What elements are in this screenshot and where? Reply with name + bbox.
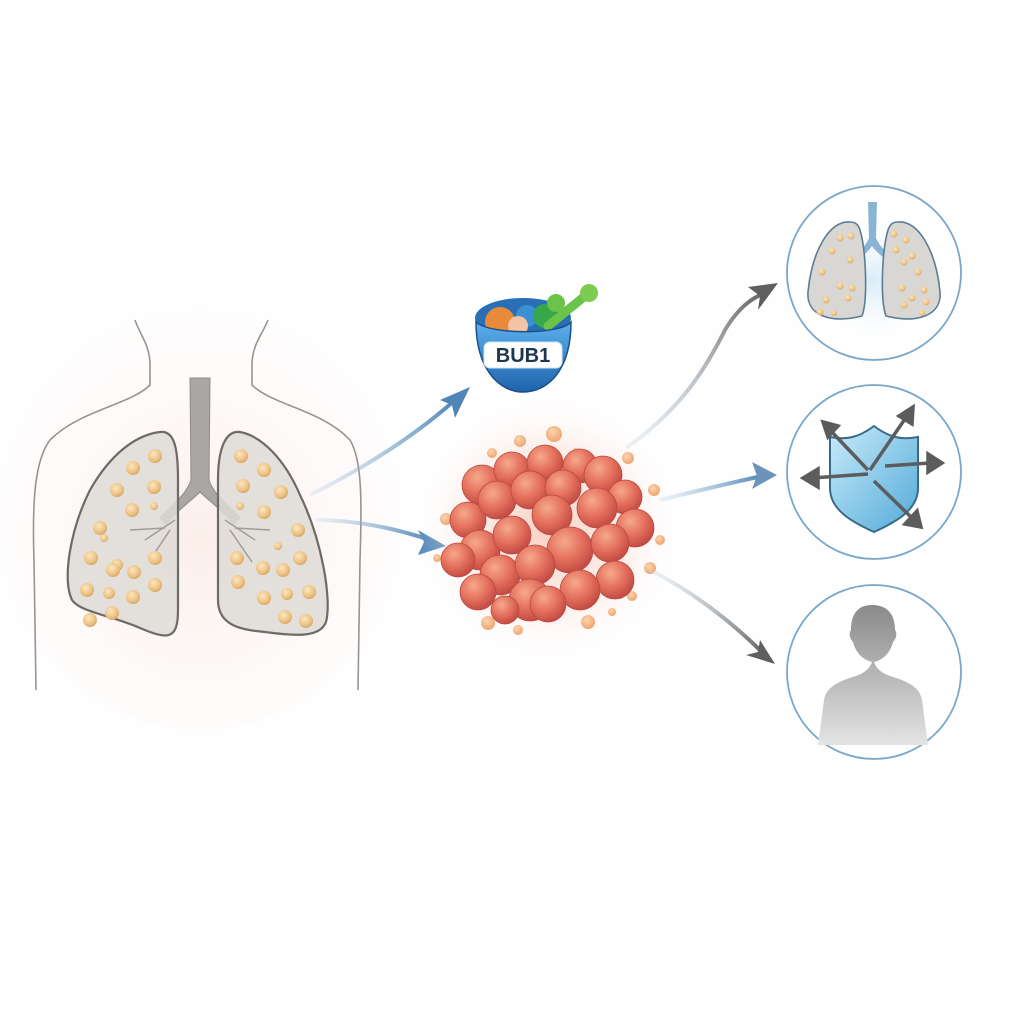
arrow-lungs-to-bub1: [309, 387, 470, 497]
outcome-lungs-circle: [786, 185, 962, 361]
lung-nodules: [80, 449, 316, 628]
torso-outline: [32, 319, 362, 691]
tumor-cells: [440, 444, 655, 625]
arrow-tumor-to-shield-outcome: [659, 462, 777, 502]
outcome-person-circle: [786, 584, 962, 760]
outcome-shield-circle: [786, 384, 962, 560]
bub1-gene-icon: BUB1: [475, 284, 598, 393]
tumor-cluster: [413, 393, 683, 663]
satellite-cells: [433, 426, 665, 635]
arrow-tumor-to-person-outcome: [649, 568, 775, 664]
spread-arrows-icon: [799, 403, 946, 530]
patient-lungs-illustration: [0, 310, 400, 730]
bub1-label: BUB1: [496, 345, 550, 367]
arrow-tumor-to-lung-outcome: [624, 283, 778, 450]
person-silhouette-icon: [818, 605, 928, 745]
